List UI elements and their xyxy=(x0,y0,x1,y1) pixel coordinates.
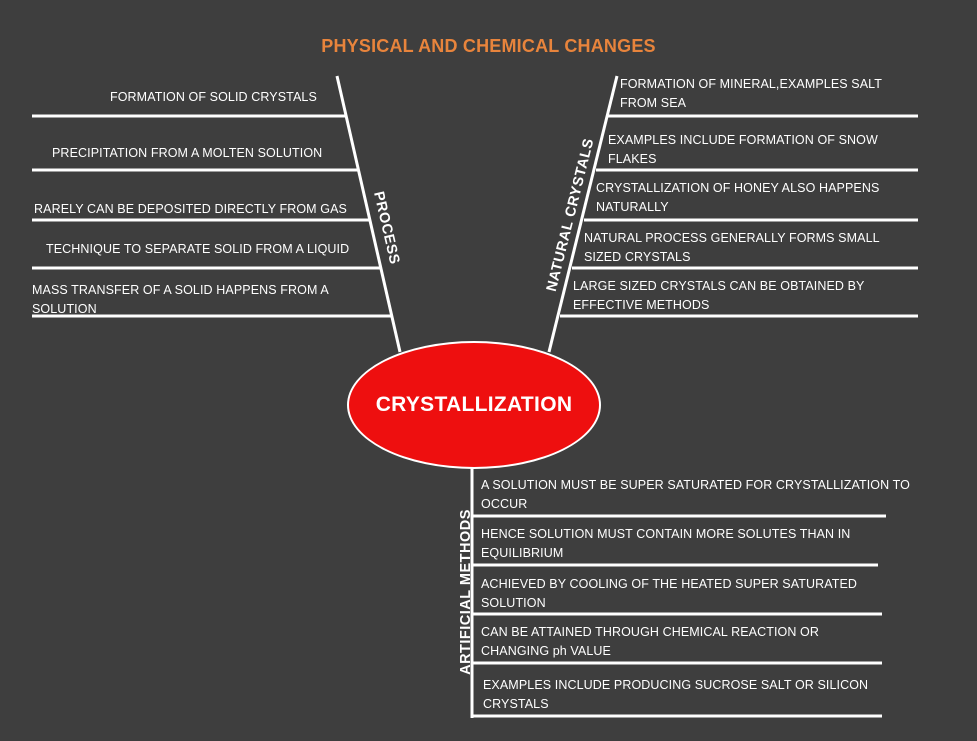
natural-item-2: EXAMPLES INCLUDE FORMATION OF SNOW FLAKE… xyxy=(608,133,878,166)
process-item-1: FORMATION OF SOLID CRYSTALS xyxy=(110,90,317,104)
natural-item-3: CRYSTALLIZATION OF HONEY ALSO HAPPENS NA… xyxy=(596,181,880,214)
page-title: PHYSICAL AND CHEMICAL CHANGES xyxy=(321,36,656,56)
artificial-item-4: CAN BE ATTAINED THROUGH CHEMICAL REACTIO… xyxy=(481,625,819,658)
artificial-item-1: A SOLUTION MUST BE SUPER SATURATED FOR C… xyxy=(481,478,910,511)
artificial-item-3: ACHIEVED BY COOLING OF THE HEATED SUPER … xyxy=(481,577,858,610)
center-node: CRYSTALLIZATION xyxy=(347,341,601,469)
artificial-item-5: EXAMPLES INCLUDE PRODUCING SUCROSE SALT … xyxy=(483,678,869,711)
process-item-4: TECHNIQUE TO SEPARATE SOLID FROM A LIQUI… xyxy=(46,242,350,256)
center-node-label: CRYSTALLIZATION xyxy=(375,393,573,416)
process-item-2: PRECIPITATION FROM A MOLTEN SOLUTION xyxy=(52,146,323,160)
process-spine xyxy=(335,75,402,353)
natural-item-4: NATURAL PROCESS GENERALLY FORMS SMALL SI… xyxy=(584,231,880,264)
artificial-item-2: HENCE SOLUTION MUST CONTAIN MORE SOLUTES… xyxy=(481,527,851,560)
natural-spine xyxy=(547,75,619,353)
process-item-5: MASS TRANSFER OF A SOLID HAPPENS FROM A … xyxy=(32,283,329,316)
natural-item-5: LARGE SIZED CRYSTALS CAN BE OBTAINED BY … xyxy=(573,279,865,312)
artificial-branch-label: ARTIFICIAL METHODS xyxy=(457,509,474,675)
natural-item-1: FORMATION OF MINERAL,EXAMPLES SALT FROM … xyxy=(620,77,882,110)
process-item-3: RARELY CAN BE DEPOSITED DIRECTLY FROM GA… xyxy=(34,202,347,216)
